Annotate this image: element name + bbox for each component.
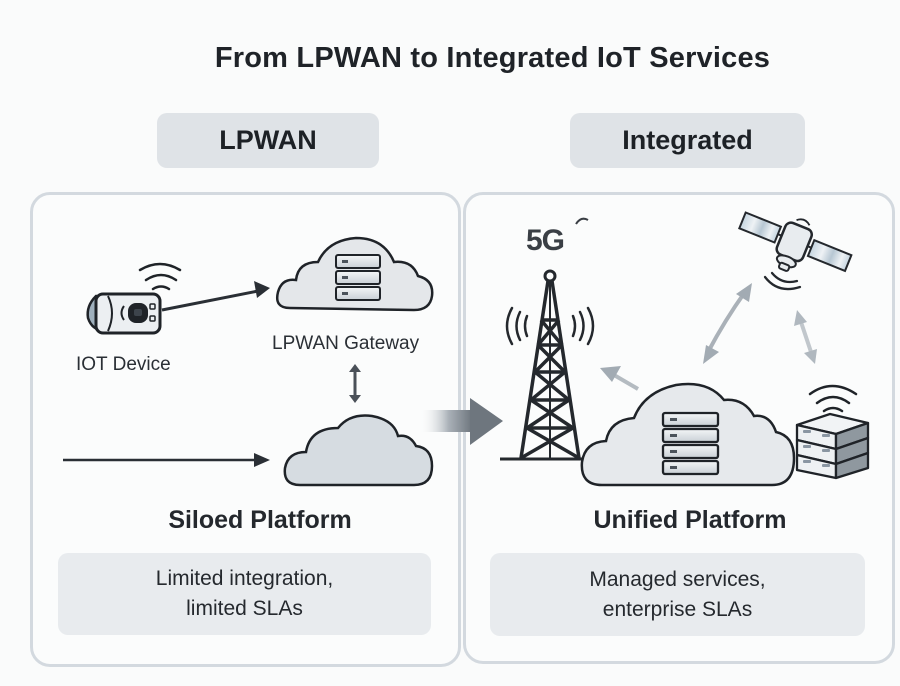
siloed-description-line2: limited SLAs (186, 597, 303, 620)
unified-description-line2: enterprise SLAs (602, 597, 753, 621)
integrated-header-label: Integrated (622, 125, 753, 155)
integrated-header-pill: Integrated (570, 113, 805, 168)
siloed-platform-description: Limited integration, limited SLAs (58, 553, 431, 635)
unified-platform-description: Managed services, enterprise SLAs (490, 553, 865, 636)
unified-platform-title: Unified Platform (593, 506, 787, 534)
unified-description-line1: Managed services, (589, 567, 766, 591)
page-title: From LPWAN to Integrated IoT Services (214, 42, 771, 74)
5g-badge: 5G (526, 224, 565, 257)
siloed-platform-title: Siloed Platform (168, 506, 352, 534)
lpwan-header-pill: LPWAN (157, 113, 379, 168)
siloed-description-line1: Limited integration, (155, 567, 334, 590)
lpwan-header-label: LPWAN (219, 125, 317, 155)
